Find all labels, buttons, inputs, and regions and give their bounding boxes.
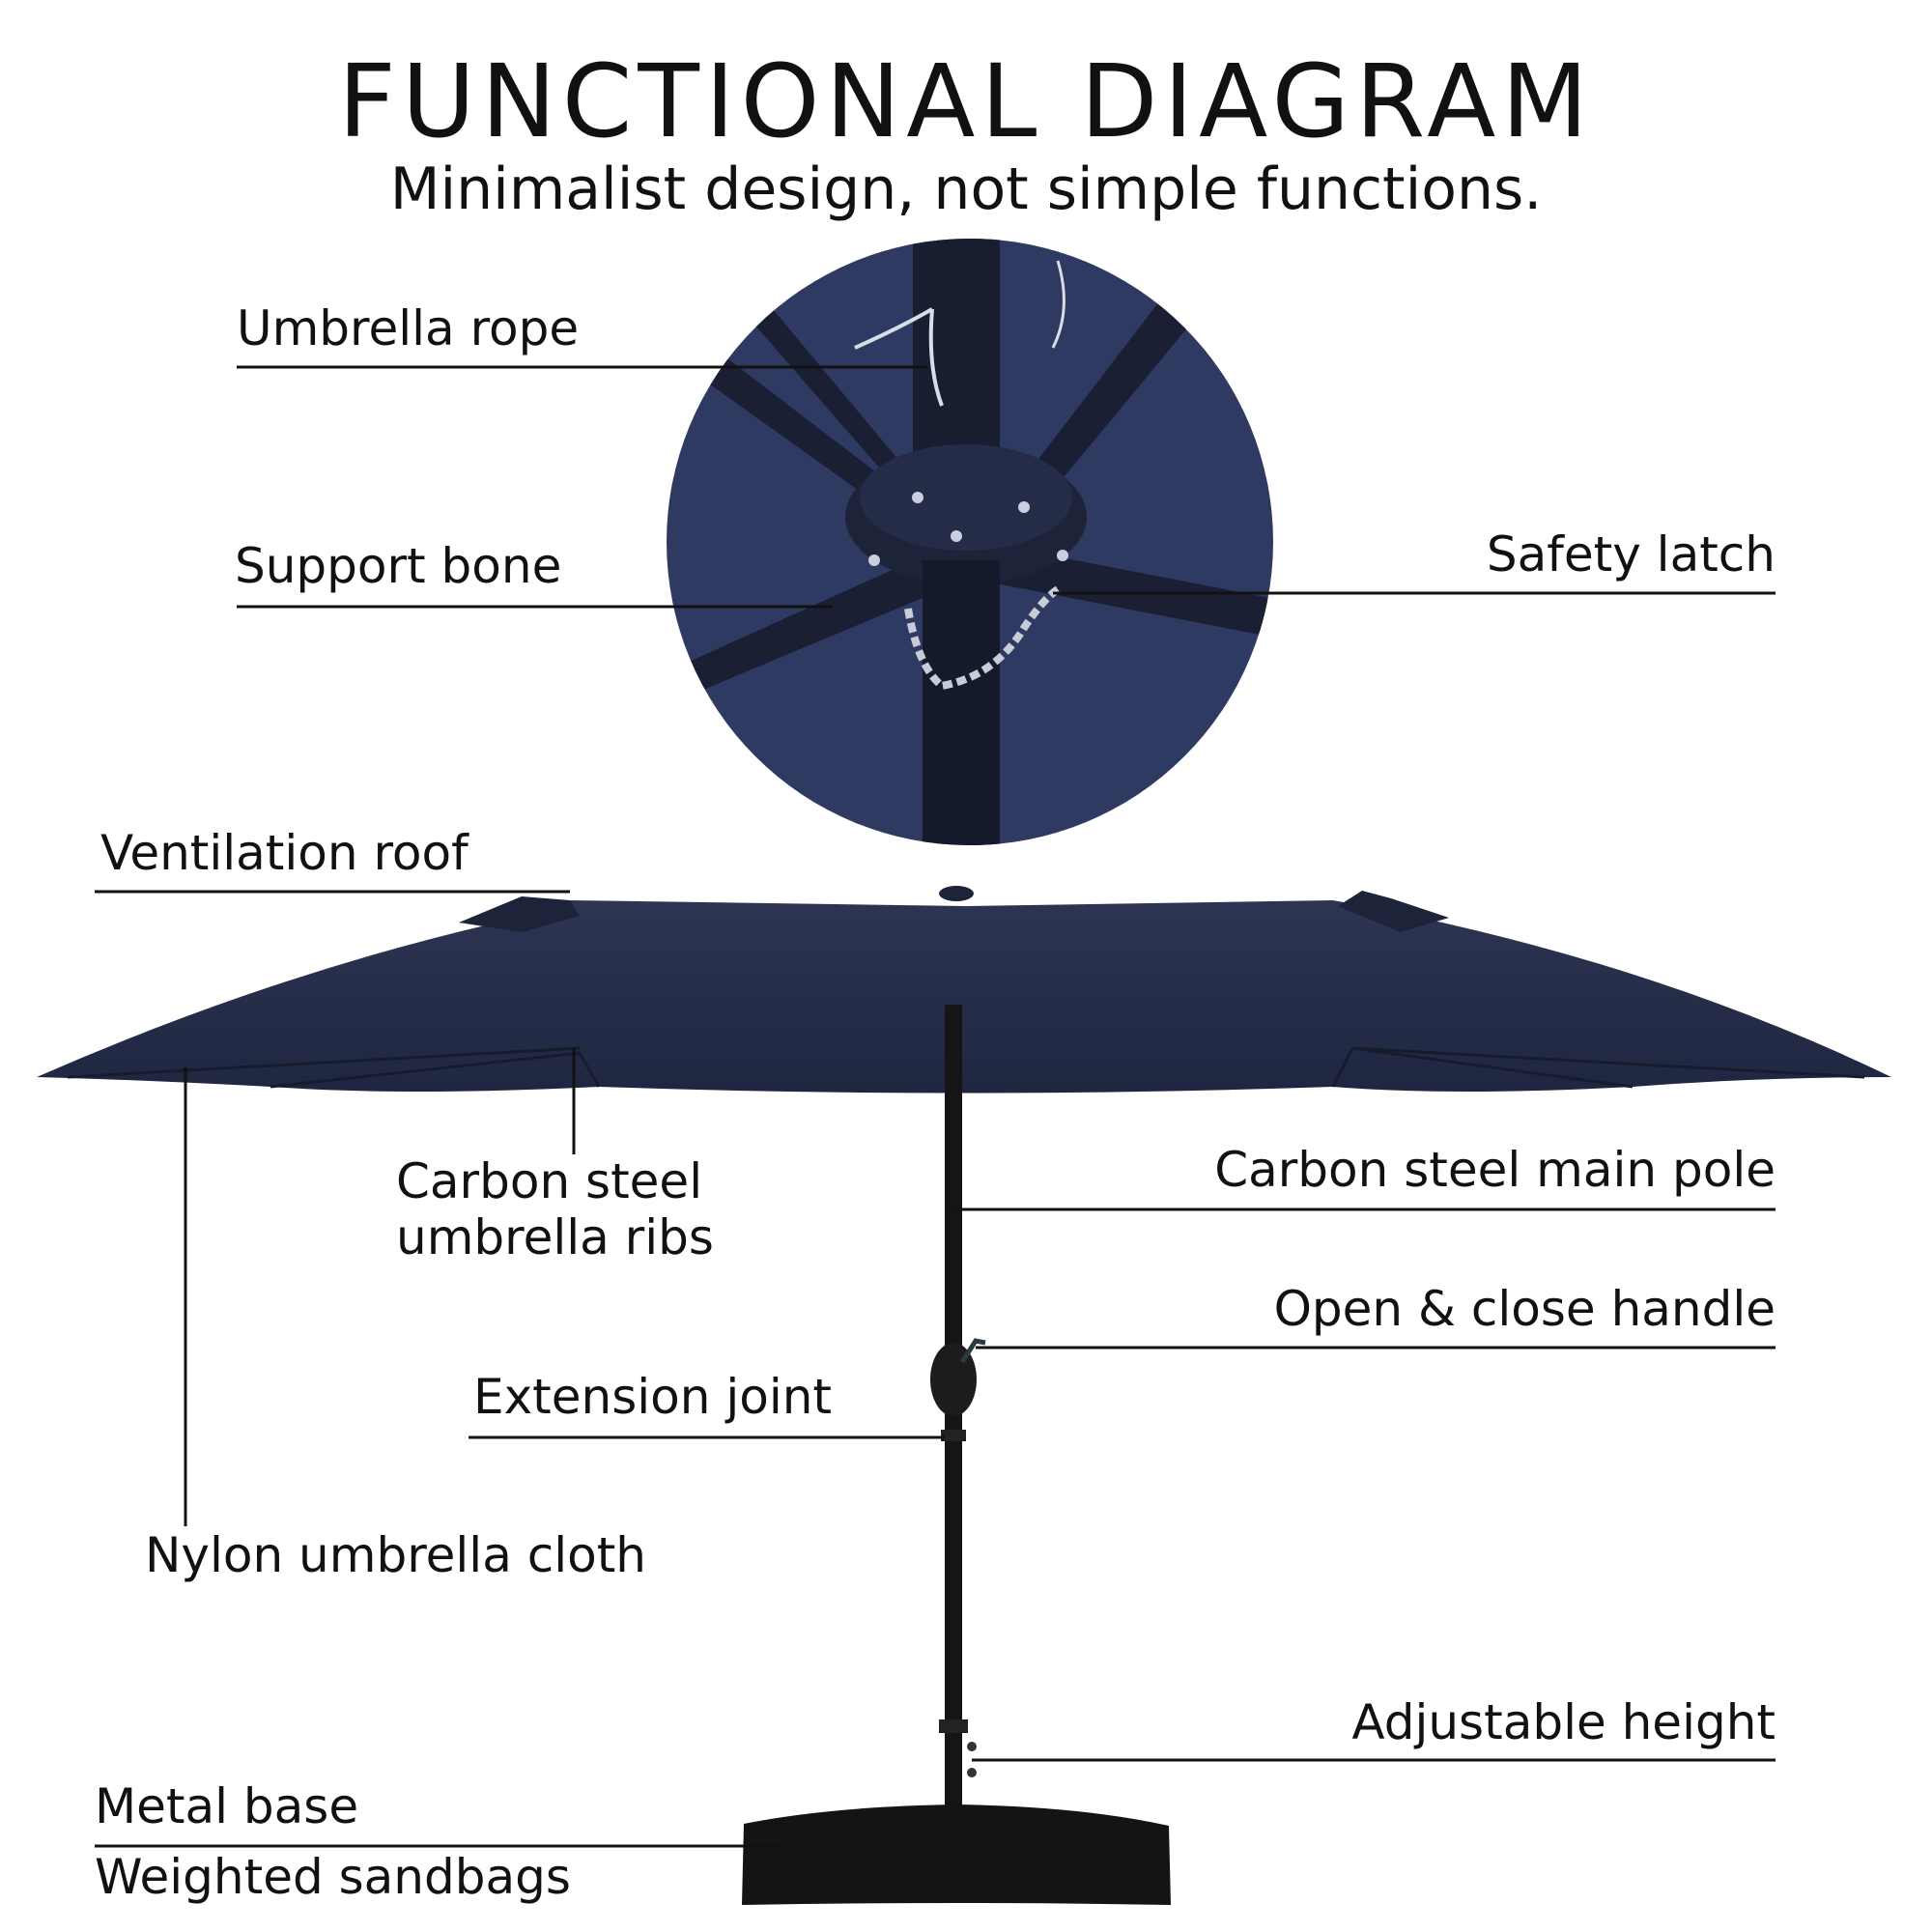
extension-joint-ring	[941, 1430, 966, 1441]
canopy-rib	[578, 1052, 601, 1088]
label-support-bone: Support bone	[235, 538, 562, 594]
crank-handle	[959, 1338, 986, 1364]
label-metal-base: Metal base	[95, 1778, 359, 1834]
hub-closeup	[667, 239, 1273, 845]
label-umbrella-rope: Umbrella rope	[237, 300, 580, 356]
closeup-rope	[928, 308, 944, 407]
label-extension-joint: Extension joint	[473, 1369, 833, 1425]
closeup-bolt	[1057, 550, 1068, 561]
closeup-lower-pole	[923, 560, 1000, 845]
vent-cap-left	[459, 896, 580, 932]
closeup-bolt	[951, 530, 962, 542]
canopy-rib	[1351, 1046, 1865, 1079]
closeup-bolt	[868, 554, 880, 566]
label-safety-latch: Safety latch	[1486, 526, 1776, 582]
label-nylon-umbrella-cloth: Nylon umbrella cloth	[145, 1527, 646, 1583]
height-adjust-ring	[939, 1719, 968, 1733]
canopy-rib	[1331, 1047, 1354, 1088]
vent-cap-center	[939, 886, 974, 901]
closeup-rope	[1051, 260, 1065, 349]
canopy-rib	[270, 1051, 581, 1089]
closeup-bolt	[1018, 501, 1030, 513]
height-adjust-knob	[967, 1742, 977, 1751]
canopy-fabric	[37, 900, 1891, 1094]
label-weighted-sandbags: Weighted sandbags	[95, 1849, 571, 1905]
umbrella-canopy	[37, 886, 1891, 1094]
diagram-title: FUNCTIONAL DIAGRAM	[338, 43, 1594, 160]
label-ribs-line1: Carbon steel	[396, 1153, 703, 1209]
leader-lines	[95, 365, 1776, 1848]
weighted-sandbag-base	[742, 1804, 1171, 1905]
closeup-rib	[976, 541, 1273, 638]
label-ventilation-roof: Ventilation roof	[100, 825, 469, 881]
main-pole	[930, 1005, 986, 1855]
diagram-subtitle: Minimalist design, not simple functions.	[389, 156, 1543, 223]
closeup-upper-pole	[913, 239, 1000, 473]
height-adjust-knob	[967, 1768, 977, 1777]
label-open-close-handle: Open & close handle	[1273, 1281, 1776, 1337]
closeup-bolt	[912, 492, 923, 503]
label-carbon-steel-ribs: Carbon steel umbrella ribs	[396, 1153, 714, 1265]
vent-cap-right	[1338, 891, 1449, 932]
closeup-rope	[854, 307, 933, 350]
closeup-rib	[667, 541, 966, 705]
label-adjustable-height: Adjustable height	[1351, 1694, 1776, 1750]
label-carbon-steel-main-pole: Carbon steel main pole	[1214, 1142, 1776, 1198]
closeup-chain	[904, 585, 1061, 691]
canopy-rib	[1351, 1046, 1634, 1089]
closeup-hub-top	[860, 444, 1072, 551]
label-ribs-line2: umbrella ribs	[396, 1208, 714, 1265]
canopy-rib	[67, 1046, 581, 1079]
